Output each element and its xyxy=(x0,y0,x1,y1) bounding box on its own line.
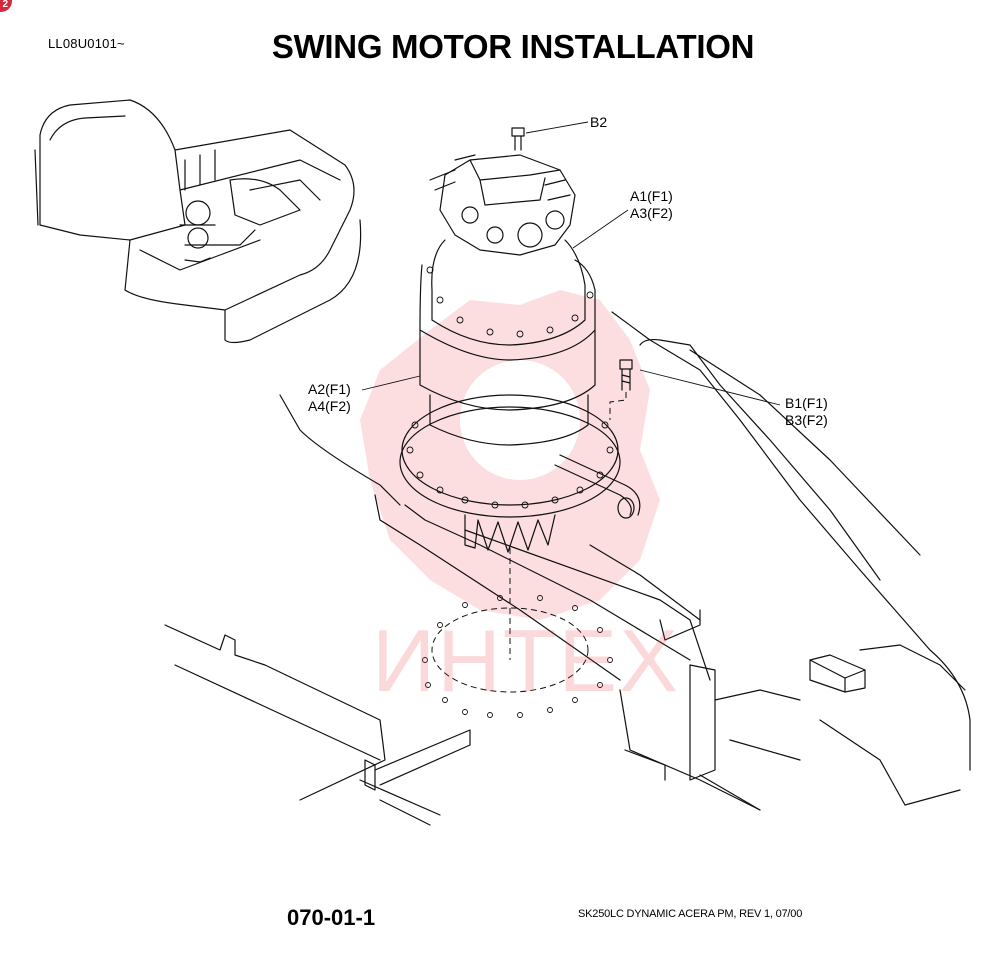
callout-a2: A2(F1) xyxy=(308,381,351,397)
base-ring-frame xyxy=(164,529,966,826)
watermark-gear-logo xyxy=(360,290,660,620)
document-code: LL08U0101~ xyxy=(48,36,125,51)
swing-motor-assembly xyxy=(399,154,641,553)
footer-reference: SK250LC DYNAMIC ACERA PM, REV 1, 07/00 xyxy=(578,908,803,920)
bolt-b2 xyxy=(511,127,525,151)
excavator-overview-sketch xyxy=(34,99,362,344)
callout-b1: B1(F1) xyxy=(785,395,828,411)
page-number: 070-01-1 xyxy=(287,905,376,930)
bolt-b1 xyxy=(609,359,633,420)
page-title: SWING MOTOR INSTALLATION xyxy=(271,28,755,65)
callout-a3: A3(F2) xyxy=(630,205,673,221)
watermark-text: ИНТЕХ xyxy=(372,611,680,710)
callout-a1: A1(F1) xyxy=(630,188,673,204)
leader-lines xyxy=(361,121,781,406)
callout-a4: A4(F2) xyxy=(308,398,351,414)
callout-b2: B2 xyxy=(590,114,608,130)
callout-b3: B3(F2) xyxy=(785,412,828,428)
